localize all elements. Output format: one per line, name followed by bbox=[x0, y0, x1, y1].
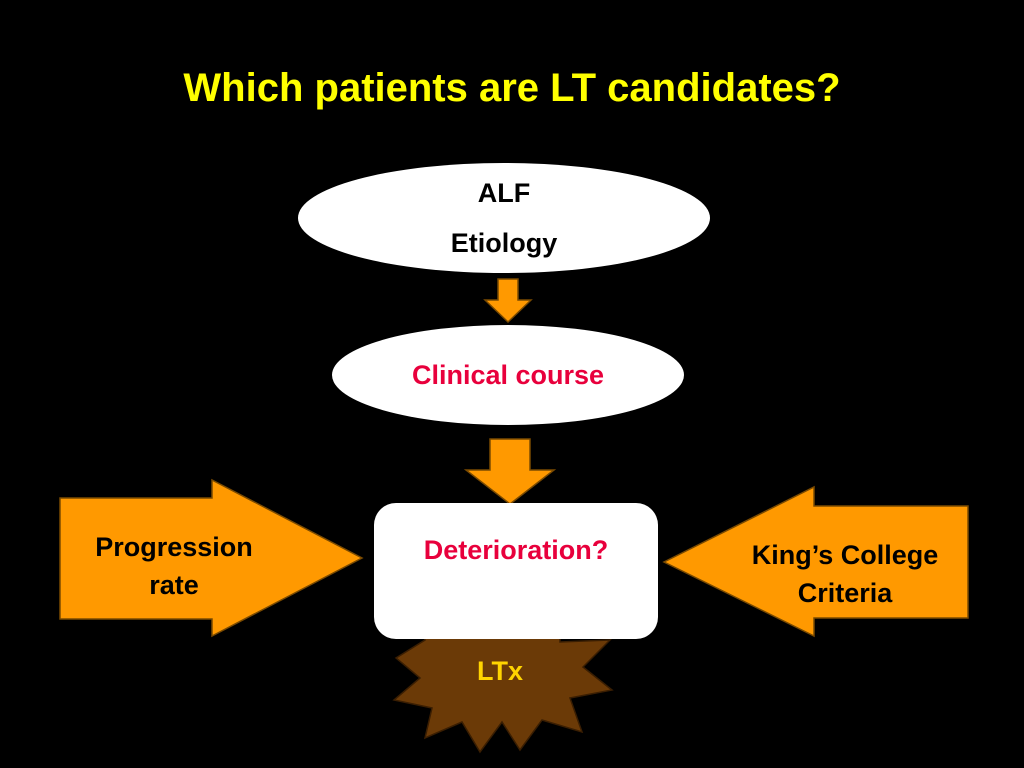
deterioration-node: Deterioration? bbox=[374, 503, 658, 639]
down-arrow-1 bbox=[483, 278, 533, 324]
progression-arrow bbox=[59, 478, 364, 638]
etiology-label: Etiology bbox=[450, 228, 558, 258]
alf-label: ALF bbox=[477, 178, 531, 208]
alf-etiology-node: ALF Etiology bbox=[298, 163, 710, 273]
clinical-course-node: Clinical course bbox=[332, 325, 684, 425]
slide-title: Which patients are LT candidates? bbox=[183, 66, 841, 110]
rate-line: rate bbox=[149, 570, 199, 600]
progression-line: Progression bbox=[95, 532, 253, 562]
kings-college-criteria-label: King’s College Criteria bbox=[722, 536, 968, 612]
ltx-label: LTx bbox=[477, 656, 523, 686]
kings-college-line: King’s College bbox=[751, 540, 939, 570]
progression-rate-label: Progression rate bbox=[60, 528, 288, 604]
clinical-course-label: Clinical course bbox=[411, 359, 605, 390]
down-arrow-2 bbox=[463, 438, 557, 505]
kings-college-arrow bbox=[662, 485, 969, 638]
deterioration-label: Deterioration? bbox=[423, 535, 609, 565]
criteria-line: Criteria bbox=[797, 578, 893, 608]
